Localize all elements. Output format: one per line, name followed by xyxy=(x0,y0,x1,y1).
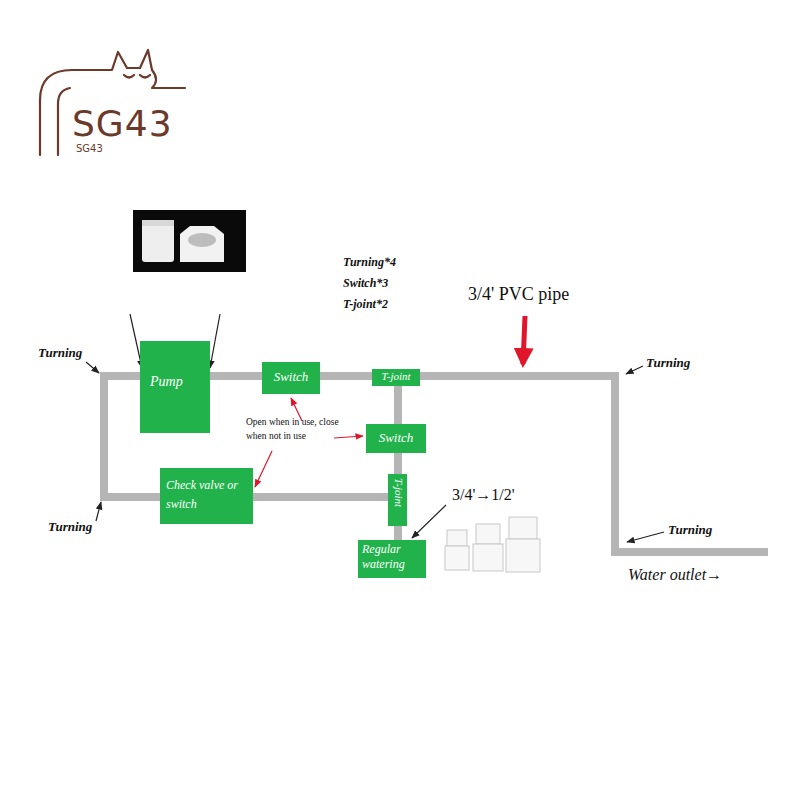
annotation-label: Water outlet→ xyxy=(628,565,722,584)
annotation-label: Turning xyxy=(646,355,690,371)
logo-text: SG43 xyxy=(72,102,173,145)
leader-arrow xyxy=(96,502,101,521)
component-label: T-joint xyxy=(391,478,405,507)
component-box: T-joint xyxy=(388,474,407,526)
leader-arrow xyxy=(210,314,220,368)
adapters-photo xyxy=(440,515,540,580)
pvc-pipe xyxy=(320,372,372,380)
adapter-thread xyxy=(476,524,500,544)
note-arrow xyxy=(334,436,363,438)
pvc-pipe xyxy=(394,526,402,540)
component-box: T-joint xyxy=(372,369,420,386)
annotation-label: Turning xyxy=(668,522,712,538)
component-label: Switch xyxy=(366,430,426,446)
logo-cat xyxy=(40,50,185,155)
logo-eye xyxy=(140,75,150,78)
component-label: T-joint xyxy=(372,370,420,384)
logo-paw xyxy=(58,88,70,155)
adapter-body xyxy=(445,546,469,570)
fitting-rim xyxy=(142,220,174,226)
fitting-hole xyxy=(188,233,216,247)
annotation-label: Switch*3 xyxy=(343,276,388,290)
component-box: Regular watering xyxy=(358,540,426,578)
pointer-arrow xyxy=(523,316,525,364)
component-box: Switch xyxy=(262,362,320,394)
note-text: Open when in use, close when not in use xyxy=(246,416,346,444)
annotation-label: T-joint*2 xyxy=(343,297,388,311)
component-box: Pump xyxy=(140,341,210,433)
component-label: Regular watering xyxy=(362,542,424,572)
pvc-pipe xyxy=(210,372,262,380)
annotation-label: 3/4' PVC pipe xyxy=(468,284,569,306)
adapter-body xyxy=(506,539,540,572)
pvc-pipe xyxy=(394,453,402,474)
photo-background xyxy=(440,515,540,580)
logo-text: SG43 xyxy=(76,143,103,155)
component-box: Check valve or switch xyxy=(160,468,253,524)
fittings-photo xyxy=(133,210,246,272)
annotation-label: Turning xyxy=(48,519,92,535)
logo-outline xyxy=(40,50,185,155)
pvc-pipe xyxy=(420,376,768,552)
leader-arrow xyxy=(626,366,643,374)
annotation-label: Turning xyxy=(38,345,82,361)
fitting-nut xyxy=(180,226,224,262)
photo-background xyxy=(133,210,246,272)
leader-arrow xyxy=(86,362,99,373)
note-arrow xyxy=(255,451,272,487)
fitting-socket xyxy=(142,220,174,262)
pvc-pipe xyxy=(253,493,388,501)
component-box: Switch xyxy=(366,424,426,453)
component-label: Pump xyxy=(150,373,210,391)
leader-arrow xyxy=(627,532,664,542)
adapter-body xyxy=(473,544,503,571)
logo-eye xyxy=(124,75,134,78)
adapter-thread xyxy=(447,530,467,546)
component-label: Check valve or switch xyxy=(166,476,240,514)
leader-arrow xyxy=(412,505,446,538)
pvc-pipe xyxy=(394,386,402,424)
annotation-label: 3/4'→1/2' xyxy=(452,485,515,504)
adapter-thread xyxy=(509,517,537,539)
component-label: Switch xyxy=(262,369,320,385)
annotation-label: Turning*4 xyxy=(343,255,396,269)
